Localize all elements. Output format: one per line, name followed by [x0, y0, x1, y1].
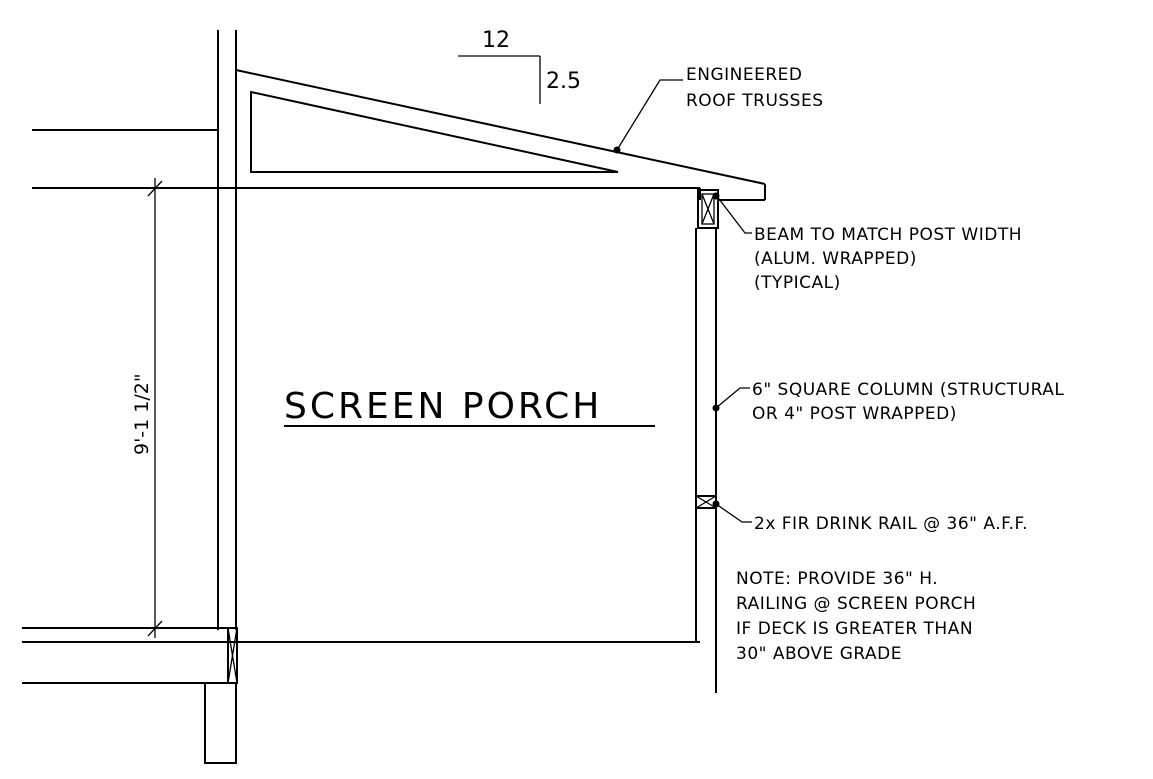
callout-beam: BEAM TO MATCH POST WIDTH (ALUM. WRAPPED)… — [754, 225, 1022, 293]
slope-rise: 2.5 — [546, 69, 581, 94]
beam-line-2: (ALUM. WRAPPED) — [754, 249, 917, 269]
note-line-4: 30" ABOVE GRADE — [736, 644, 902, 664]
note-line-1: NOTE: PROVIDE 36" H. — [736, 569, 938, 589]
dimension-label: 9'-1 1/2" — [131, 373, 153, 455]
beam-line-1: BEAM TO MATCH POST WIDTH — [754, 225, 1022, 245]
callout-rail: 2x FIR DRINK RAIL @ 36" A.F.F. — [754, 514, 1028, 534]
callout-note: NOTE: PROVIDE 36" H. RAILING @ SCREEN PO… — [736, 569, 976, 664]
drink-rail — [695, 495, 717, 509]
slope-run: 12 — [482, 28, 510, 53]
house-wall — [22, 30, 700, 764]
column — [695, 228, 717, 693]
beam-line-3: (TYPICAL) — [754, 273, 841, 293]
room-title: SCREEN PORCH — [284, 386, 655, 427]
callout-trusses: ENGINEERED ROOF TRUSSES — [686, 65, 824, 111]
height-dimension: 9'-1 1/2" — [131, 178, 163, 638]
note-line-2: RAILING @ SCREEN PORCH — [736, 594, 976, 614]
callout-column: 6" SQUARE COLUMN (STRUCTURAL OR 4" POST … — [752, 380, 1064, 424]
roof-truss — [235, 69, 766, 201]
beam — [697, 189, 719, 229]
note-line-3: IF DECK IS GREATER THAN — [736, 619, 973, 639]
slope-indicator: 12 2.5 — [458, 28, 581, 104]
leaders — [613, 79, 752, 523]
title-text: SCREEN PORCH — [284, 386, 602, 427]
column-line-1: 6" SQUARE COLUMN (STRUCTURAL — [752, 380, 1064, 400]
rail-line-1: 2x FIR DRINK RAIL @ 36" A.F.F. — [754, 514, 1028, 534]
trusses-line-1: ENGINEERED — [686, 65, 803, 85]
trusses-line-2: ROOF TRUSSES — [686, 91, 824, 111]
column-line-2: OR 4" POST WRAPPED) — [752, 404, 957, 424]
